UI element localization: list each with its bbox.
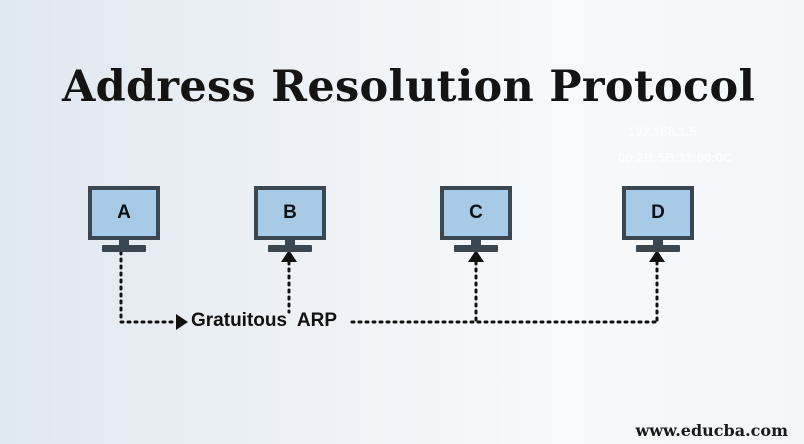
faint-ip-address: 192.168.1.5 [628,124,697,139]
computer-c-neck [471,240,481,246]
computer-c-screen: C [440,186,512,240]
computer-d: D [622,186,694,252]
computer-a-neck [119,240,129,246]
computer-b: B [254,186,326,252]
page-title: Address Resolution Protocol [62,62,756,112]
arrow-to-d [649,250,665,262]
computer-a-screen: A [88,186,160,240]
computer-a: A [88,186,160,252]
computer-c: C [440,186,512,252]
computer-b-base [268,245,312,252]
brand-watermark: www.educba.com [635,421,789,440]
arrow-to-caption [176,314,188,330]
arrow-to-b [281,250,297,262]
faint-mac-address: 00:2B:5B:11:00:0C [618,150,733,165]
computer-b-screen: B [254,186,326,240]
computer-d-screen: D [622,186,694,240]
computer-c-base [454,245,498,252]
computer-d-base [636,245,680,252]
computer-d-neck [653,240,663,246]
gratuitous-arp-label: Gratuitous ARP [191,310,338,331]
computer-a-base [102,245,146,252]
arrow-to-c [468,250,484,262]
computer-b-neck [285,240,295,246]
connector-a [119,250,178,324]
